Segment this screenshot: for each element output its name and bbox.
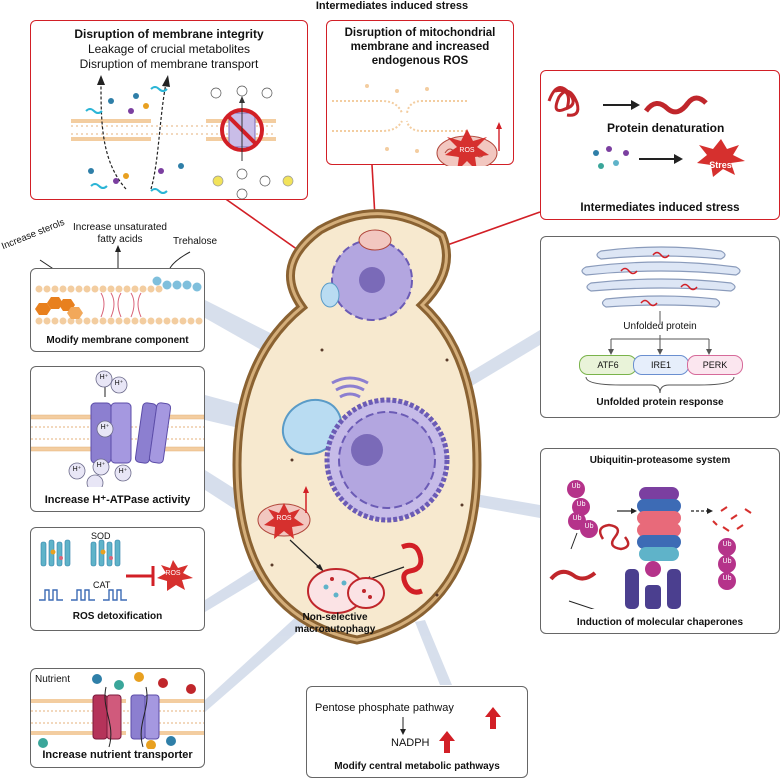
unsaturated-label-1: Increase unsaturated bbox=[73, 222, 167, 233]
ups-panel: Ubiquitin-proteasome system Ub Ub Ub Ub … bbox=[540, 448, 780, 634]
ros-detox-panel: SOD CAT ROS ROS detoxification bbox=[30, 527, 205, 631]
unfolded-protein-label: Unfolded protein bbox=[623, 321, 697, 332]
h-plus: H⁺ bbox=[96, 462, 106, 469]
ub-tag: Ub bbox=[571, 483, 581, 490]
panel-label: ROS detoxification bbox=[72, 611, 163, 622]
intermediates-stress-panel: Protein denaturation Stress Intermediate… bbox=[540, 70, 780, 220]
autophagy-label-2: macroautophagy bbox=[294, 624, 376, 635]
page-title: Intermediates induced stress bbox=[315, 0, 469, 12]
metabolic-arrows bbox=[400, 707, 501, 753]
ub-tag: Ub bbox=[722, 575, 732, 582]
panel-label: Induction of molecular chaperones bbox=[576, 617, 744, 628]
panel-title: Disruption of membrane integrity bbox=[74, 27, 264, 41]
atpase-illustration bbox=[31, 370, 204, 487]
upr-panel: Unfolded protein ATF6 IRE1 PERK Unfolded… bbox=[540, 236, 780, 418]
upr-arrows bbox=[585, 335, 735, 394]
panel-line: Disruption of membrane transport bbox=[79, 57, 259, 71]
nutrient-panel: Nutrient Increase nutrient transporter bbox=[30, 668, 205, 768]
sod-label: SOD bbox=[91, 531, 111, 541]
membrane-illustration bbox=[35, 276, 203, 325]
nutrient-label: Nutrient bbox=[35, 674, 71, 685]
membrane-component-panel: Modify membrane component bbox=[30, 268, 205, 352]
ros-detox-illustration bbox=[39, 539, 193, 601]
h-plus: H⁺ bbox=[118, 468, 128, 475]
panel-line: Disruption of mitochondrial bbox=[344, 27, 496, 39]
broken-membrane-illustration bbox=[332, 84, 502, 166]
ppp-label: Pentose phosphate pathway bbox=[315, 702, 454, 714]
unsaturated-label-2: fatty acids bbox=[97, 234, 143, 245]
ups-illustration bbox=[549, 480, 752, 609]
panel-line: endogenous ROS bbox=[371, 55, 469, 67]
nadph-label: NADPH bbox=[391, 737, 430, 749]
h-plus: H⁺ bbox=[114, 380, 124, 387]
panel-label: Increase H⁺-ATPase activity bbox=[44, 494, 191, 506]
ros-label: ROS bbox=[459, 147, 475, 154]
er-illustration bbox=[581, 246, 741, 323]
panel-line: Leakage of crucial metabolites bbox=[87, 42, 251, 56]
h-plus: H⁺ bbox=[100, 424, 110, 431]
yeast-cell bbox=[232, 209, 482, 645]
protein-denaturation-label: Protein denaturation bbox=[607, 121, 725, 135]
leaky-membrane-illustration bbox=[71, 75, 294, 200]
mitochondrial-disruption-panel: Disruption of mitochondrial membrane and… bbox=[326, 20, 514, 166]
panel-title: Ubiquitin-proteasome system bbox=[589, 455, 731, 466]
membrane-integrity-panel: Disruption of membrane integrity Leakage… bbox=[30, 20, 308, 200]
panel-line: membrane and increased bbox=[350, 41, 490, 53]
ros-label: ROS bbox=[165, 570, 181, 577]
panel-label: Modify membrane component bbox=[46, 335, 189, 346]
denaturation-illustration bbox=[547, 86, 745, 177]
metabolic-panel: Pentose phosphate pathway NADPH Modify c… bbox=[306, 686, 528, 778]
trehalose-label: Trehalose bbox=[173, 236, 218, 247]
ub-tag: Ub bbox=[584, 523, 594, 530]
panel-label: Increase nutrient transporter bbox=[42, 749, 193, 761]
nutrient-illustration bbox=[31, 672, 204, 749]
h-plus: H⁺ bbox=[99, 374, 109, 381]
panel-label: Intermediates induced stress bbox=[580, 202, 740, 214]
atf6-badge: ATF6 bbox=[579, 355, 637, 375]
ire1-badge: IRE1 bbox=[633, 355, 689, 375]
stress-label: Stress bbox=[709, 160, 737, 170]
ub-tag: Ub bbox=[722, 558, 732, 565]
ub-tag: Ub bbox=[722, 541, 732, 548]
panel-label: Modify central metabolic pathways bbox=[334, 761, 500, 772]
atpase-panel: H⁺ H⁺ H⁺ H⁺ H⁺ H⁺ Increase H⁺-ATPase act… bbox=[30, 366, 205, 512]
autophagy-label-1: Non-selective bbox=[302, 612, 368, 623]
ros-label: ROS bbox=[276, 515, 292, 522]
cat-label: CAT bbox=[93, 580, 111, 590]
perk-badge: PERK bbox=[687, 355, 743, 375]
h-plus: H⁺ bbox=[72, 466, 82, 473]
panel-label: Unfolded protein response bbox=[596, 397, 724, 408]
ub-tag: Ub bbox=[576, 501, 586, 508]
ub-tag: Ub bbox=[572, 515, 582, 522]
